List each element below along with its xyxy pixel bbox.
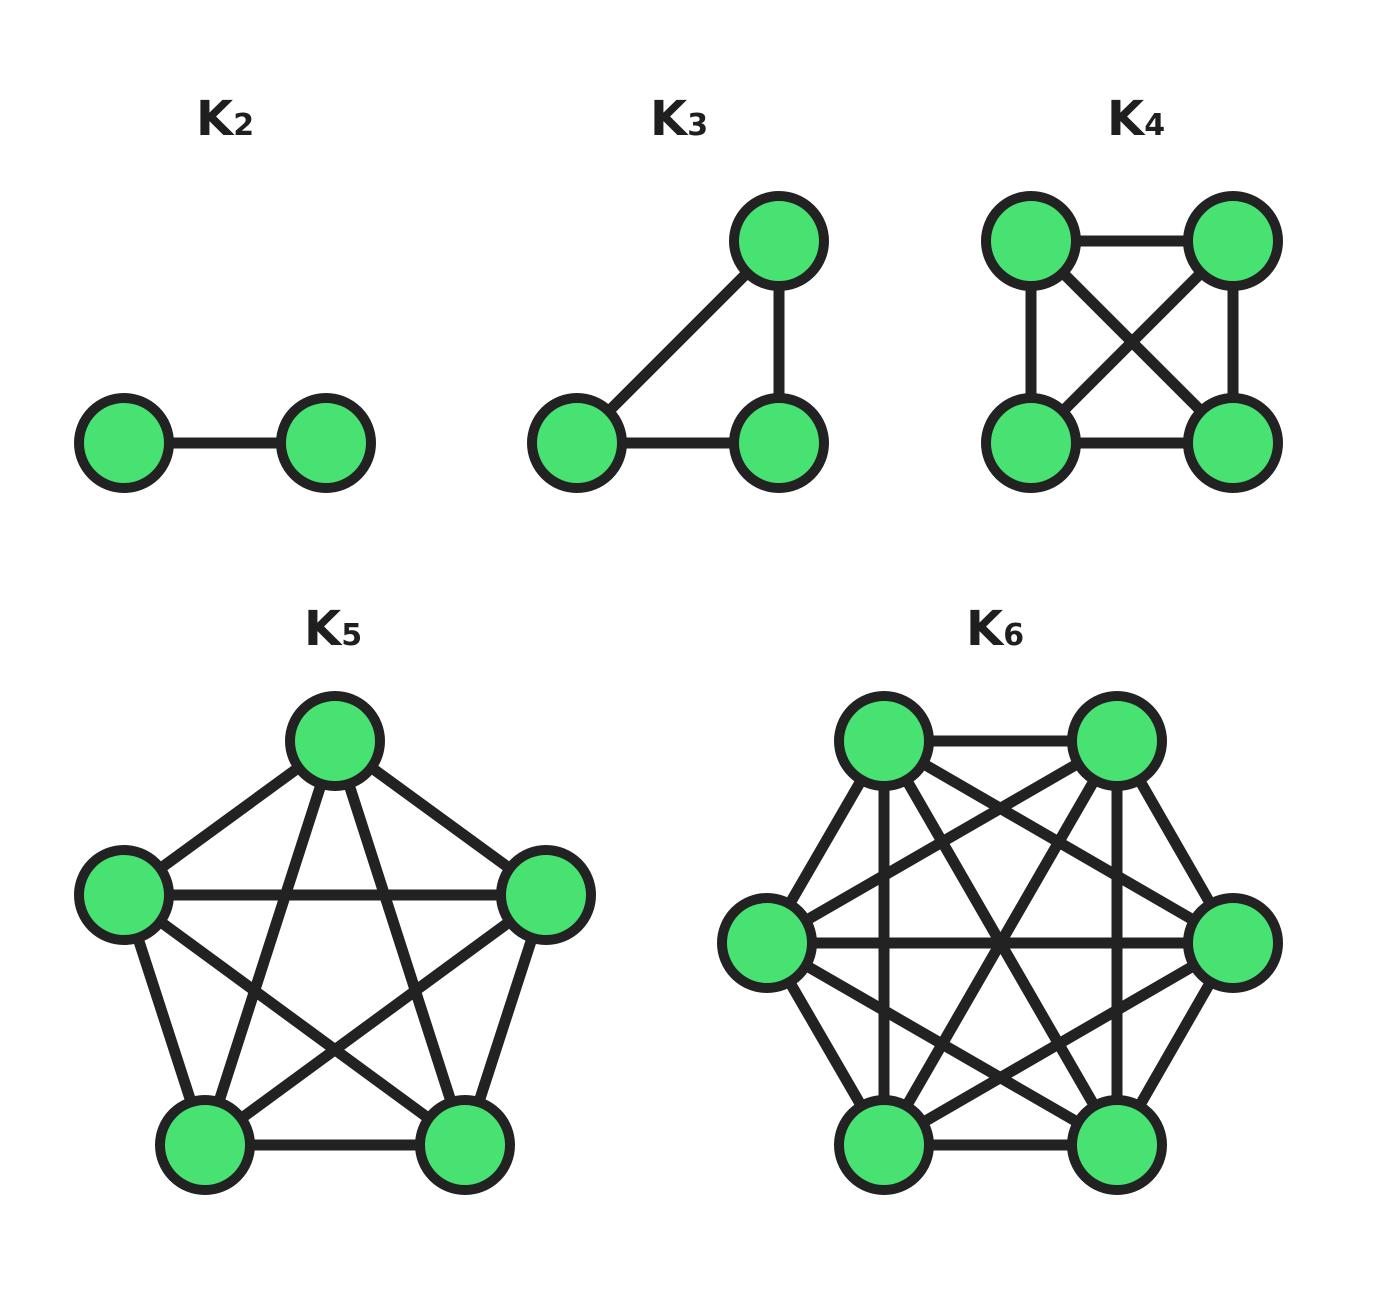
k5-edge-3-4 — [199, 889, 552, 1151]
graph-k4-nodes — [981, 191, 1283, 493]
k3-vertex-3 — [729, 191, 829, 291]
k2-vertex-2 — [276, 393, 376, 493]
graph-k4: K4 — [981, 91, 1283, 493]
graph-label-k5: K5 — [304, 601, 362, 657]
graph-k3: K3 — [527, 91, 829, 493]
graph-label-k6-main: K — [966, 601, 1005, 657]
graph-label-k5-sub: 5 — [341, 618, 362, 653]
graph-k5-edges — [118, 735, 552, 1151]
k5-edge-2-5 — [118, 889, 471, 1151]
k6-vertex-4 — [1183, 893, 1283, 993]
graph-label-k6-sub: 6 — [1003, 618, 1024, 653]
k5-edge-1-5 — [329, 735, 471, 1151]
k3-vertex-2 — [729, 393, 829, 493]
k4-vertex-3 — [981, 393, 1081, 493]
k4-vertex-2 — [1183, 191, 1283, 291]
graph-k5: K5 — [74, 601, 596, 1195]
k5-vertex-1 — [285, 691, 385, 791]
graph-label-k3-sub: 3 — [687, 108, 708, 143]
k6-vertex-6 — [1067, 1095, 1167, 1195]
graph-label-k3: K3 — [650, 91, 708, 147]
graph-k3-nodes — [527, 191, 829, 493]
graph-label-k4-sub: 4 — [1144, 108, 1165, 143]
graph-k2-nodes — [74, 393, 376, 493]
k2-vertex-1 — [74, 393, 174, 493]
k6-edge-3-6 — [761, 937, 1123, 1151]
k4-vertex-4 — [1183, 393, 1283, 493]
k5-vertex-4 — [155, 1095, 255, 1195]
graph-k5-nodes — [74, 691, 596, 1195]
graph-k6: K6 — [717, 601, 1283, 1195]
graph-label-k4: K4 — [1107, 91, 1165, 147]
k6-vertex-5 — [834, 1095, 934, 1195]
graph-label-k6: K6 — [966, 601, 1024, 657]
k6-edge-4-5 — [878, 937, 1239, 1151]
graph-label-k2-main: K — [196, 91, 235, 147]
graph-k6-edges — [761, 735, 1239, 1151]
k5-vertex-5 — [415, 1095, 515, 1195]
k5-vertex-3 — [496, 845, 596, 945]
graph-label-k2: K2 — [196, 91, 254, 147]
k3-vertex-1 — [527, 393, 627, 493]
k6-vertex-3 — [717, 893, 817, 993]
graph-label-k4-main: K — [1107, 91, 1146, 147]
graph-label-k5-main: K — [304, 601, 343, 657]
k6-vertex-1 — [834, 691, 934, 791]
k5-vertex-2 — [74, 845, 174, 945]
graph-k2: K2 — [74, 91, 376, 493]
graph-k6-nodes — [717, 691, 1283, 1195]
graph-label-k3-main: K — [650, 91, 689, 147]
k5-edge-1-4 — [199, 735, 341, 1151]
k4-vertex-1 — [981, 191, 1081, 291]
k6-vertex-2 — [1067, 691, 1167, 791]
k6-edge-2-3 — [761, 735, 1123, 949]
graph-label-k2-sub: 2 — [233, 108, 254, 143]
